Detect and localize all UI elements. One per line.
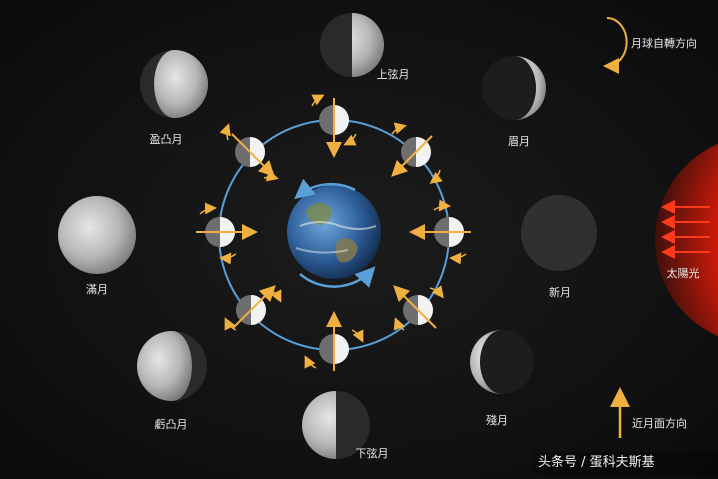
label-new-moon: 新月 [549,285,571,299]
moon-waning-crescent [470,330,534,394]
moon-full [58,196,136,274]
legend-rotation-icon [603,17,628,74]
label-last-quarter: 下弦月 [356,446,389,460]
orbit-moons [196,98,471,371]
moon-new [521,195,597,271]
label-first-quarter: 上弦月 [377,67,410,81]
label-full-moon: 滿月 [86,283,108,296]
label-waning-gibbous: 虧凸月 [155,417,188,431]
sunlight-label: 太陽光 [667,266,700,280]
moon-first-quarter [320,13,384,77]
label-waxing-crescent: 眉月 [508,135,530,148]
legend-rotation-label: 月球自轉方向 [631,36,697,50]
label-waxing-gibbous: 盈凸月 [150,133,183,146]
earth-rotation-arrows [294,178,376,288]
moon-last-quarter [302,391,370,459]
earth [287,185,381,279]
moon-waning-gibbous [137,331,207,401]
sunlight-arrows [661,200,710,259]
label-waning-crescent: 殘月 [486,413,508,427]
moon-rotation-arcs [199,94,467,369]
sun [655,143,718,337]
legend-near-side-label: 近月面方向 [632,416,687,430]
moon-waxing-gibbous [140,50,208,118]
moon-waxing-crescent [482,56,546,120]
watermark: 头条号 / 蛋科夫斯基 [532,452,718,474]
